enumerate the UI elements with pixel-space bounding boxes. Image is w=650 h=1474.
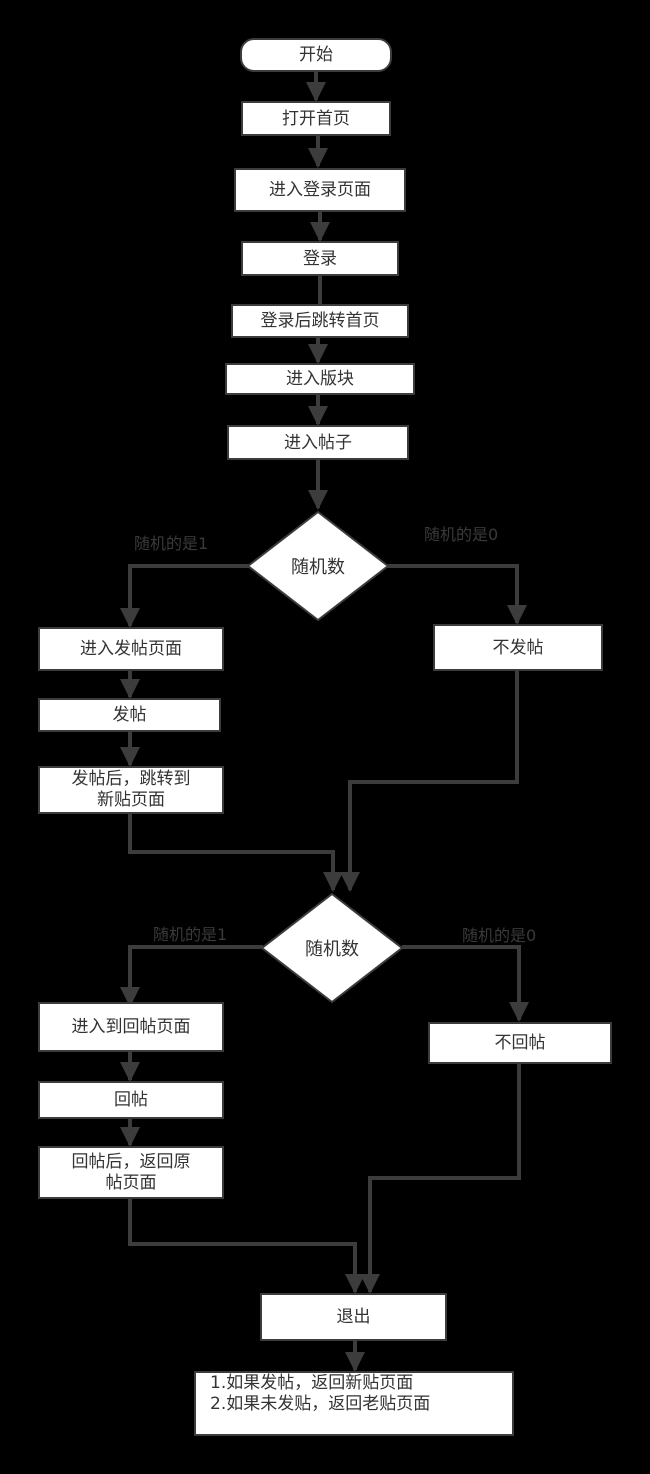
enter-post-node: 进入帖子 xyxy=(227,425,409,460)
note-line2: 2.如果未发贴，返回老贴页面 xyxy=(210,1394,431,1414)
decision1-left-label: 随机的是1 xyxy=(134,534,209,553)
after-reply-line1: 回帖后，返回原 xyxy=(71,1151,191,1172)
post-node: 发帖 xyxy=(38,698,221,732)
edge-nopost-merge xyxy=(340,670,519,892)
edge-afterreply-exit xyxy=(128,1198,365,1294)
edge-d1-left xyxy=(120,564,250,628)
after-post-line1: 发帖后，跳转到 xyxy=(71,769,191,789)
note-node: 1.如果发帖，返回新贴页面 2.如果未发贴，返回老贴页面 xyxy=(194,1371,514,1436)
decision2-shape xyxy=(260,892,404,1004)
after-post-line2: 新贴页面 xyxy=(97,790,165,810)
decision1-shape xyxy=(246,510,390,622)
note-line1: 1.如果发帖，返回新贴页面 xyxy=(210,1373,414,1393)
decision2-label: 随机数 xyxy=(305,939,359,960)
enter-board-node: 进入版块 xyxy=(225,363,415,395)
after-reply-node: 回帖后，返回原 帖页面 xyxy=(38,1146,224,1199)
no-post-node: 不发帖 xyxy=(433,624,603,671)
exit-node: 退出 xyxy=(260,1293,447,1341)
start-node: 开始 xyxy=(240,38,392,72)
enter-reply-page-node: 进入到回帖页面 xyxy=(38,1002,224,1052)
enter-new-post-node: 进入发帖页面 xyxy=(38,627,224,671)
edge-d2-right xyxy=(402,945,529,1022)
login-node: 登录 xyxy=(241,241,399,276)
reply-node: 回帖 xyxy=(38,1081,224,1119)
edge-d1-right xyxy=(386,564,527,625)
decision1-right-label: 随机的是0 xyxy=(424,525,499,544)
after-login-node: 登录后跳转首页 xyxy=(231,304,409,338)
enter-login-page-node: 进入登录页面 xyxy=(234,168,406,212)
decision1-label: 随机数 xyxy=(291,557,345,578)
after-post-node: 发帖后，跳转到 新贴页面 xyxy=(38,766,224,814)
edge-noreply-exit xyxy=(360,1063,521,1294)
decision2-left-label: 随机的是1 xyxy=(153,925,228,944)
after-reply-line2: 帖页面 xyxy=(105,1172,157,1193)
no-reply-node: 不回帖 xyxy=(428,1022,612,1064)
open-home-node: 打开首页 xyxy=(241,101,391,136)
decision2-right-label: 随机的是0 xyxy=(462,926,537,945)
edge-afterpost-merge xyxy=(128,812,343,892)
edge-d2-left xyxy=(120,945,263,1007)
